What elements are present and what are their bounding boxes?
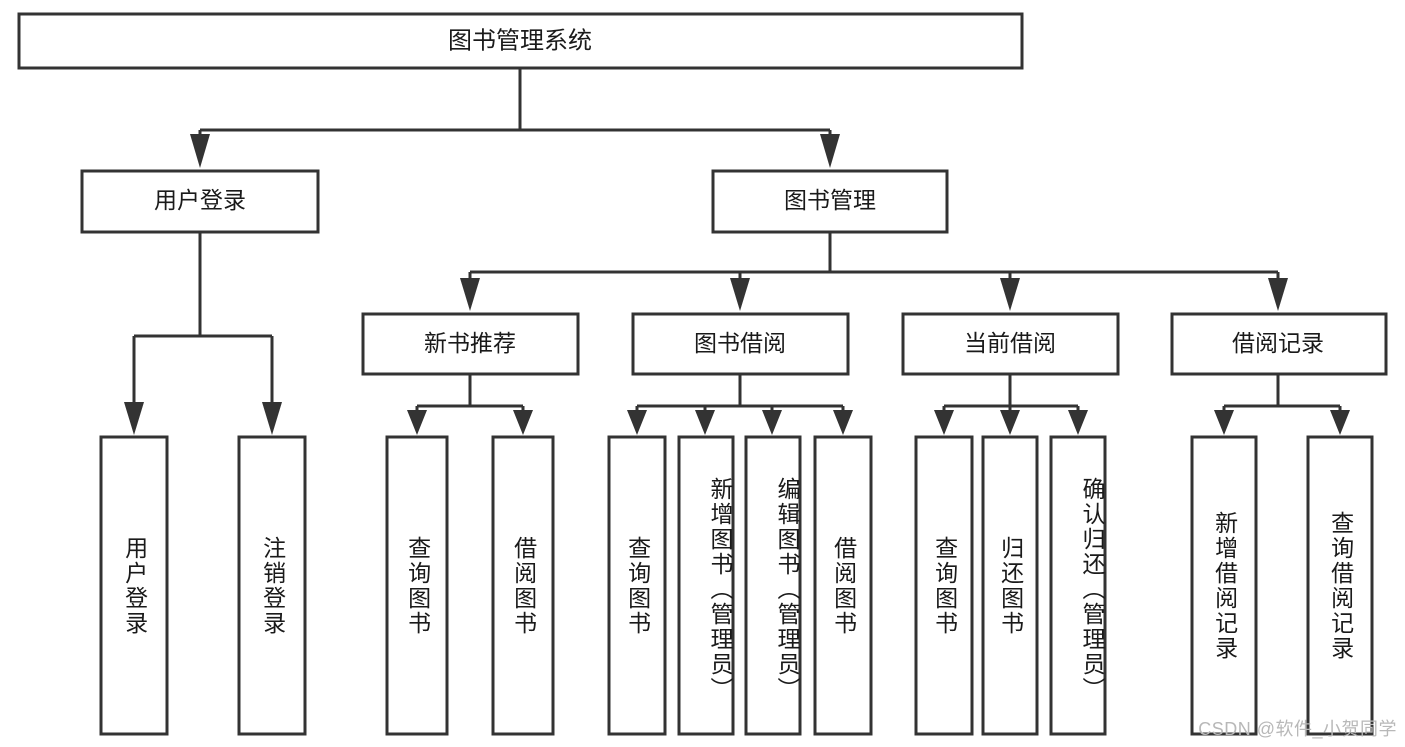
- node-book-manage[interactable]: 图书管理: [711, 169, 949, 234]
- node-user-login-label: 用户登录: [154, 187, 246, 213]
- node-new-book-recommend-label: 新书推荐: [424, 330, 516, 356]
- arrow-head-leaf-new-book-0: [407, 410, 427, 435]
- node-book-borrow-label: 图书借阅: [694, 330, 786, 356]
- node-book-manage-label: 图书管理: [784, 187, 876, 213]
- leaf-group-book-borrow: [607, 435, 873, 736]
- arrow-head-leaf-book-borrow-0: [627, 410, 647, 435]
- node-borrow-record[interactable]: 借阅记录: [1170, 312, 1388, 376]
- node-book-manage-box[interactable]: [711, 169, 949, 234]
- connector-group-user-login-children: [124, 232, 282, 435]
- arrow-head-leaf-new-book-1: [513, 410, 533, 435]
- arrow-head-leaf-current-borrow-0: [934, 410, 954, 435]
- arrow-head-current-borrow: [1000, 278, 1020, 311]
- leaf-group-user-login: [99, 435, 307, 736]
- arrow-head-leaf-borrow-record-0: [1214, 410, 1234, 435]
- node-borrow-record-box[interactable]: [1170, 312, 1388, 376]
- node-root-box[interactable]: [17, 12, 1024, 70]
- node-current-borrow-box[interactable]: [901, 312, 1120, 376]
- connector-group-book-borrow-children: [627, 374, 853, 435]
- leaf-box-current-borrow-1[interactable]: [981, 435, 1039, 736]
- node-user-login-box[interactable]: [80, 169, 320, 234]
- arrow-head-book-manage: [820, 134, 840, 168]
- node-root[interactable]: 图书管理系统: [17, 12, 1024, 70]
- leaf-box-book-borrow-2[interactable]: [744, 435, 802, 736]
- node-current-borrow[interactable]: 当前借阅: [901, 312, 1120, 376]
- arrow-head-leaf-borrow-record-1: [1330, 410, 1350, 435]
- node-book-borrow-box[interactable]: [631, 312, 850, 376]
- arrow-head-leaf-user-login-1: [262, 402, 282, 435]
- leaf-group-borrow-record: [1190, 435, 1374, 736]
- leaf-box-borrow-record-0[interactable]: [1190, 435, 1258, 736]
- leaf-box-book-borrow-3[interactable]: [813, 435, 873, 736]
- arrow-head-borrow-record: [1268, 278, 1288, 311]
- arrow-head-leaf-current-borrow-2: [1068, 410, 1088, 435]
- node-book-borrow[interactable]: 图书借阅: [631, 312, 850, 376]
- connector-group-new-book-children: [407, 374, 533, 435]
- leaf-box-user-login-0[interactable]: [99, 435, 169, 736]
- arrow-head-leaf-current-borrow-1: [1000, 410, 1020, 435]
- connector-group-current-borrow-children: [934, 374, 1088, 435]
- node-new-book-recommend-box[interactable]: [361, 312, 580, 376]
- arrow-head-leaf-book-borrow-3: [833, 410, 853, 435]
- leaf-box-borrow-record-1[interactable]: [1306, 435, 1374, 736]
- node-current-borrow-label: 当前借阅: [964, 330, 1056, 356]
- arrow-head-leaf-book-borrow-2: [762, 410, 782, 435]
- node-new-book-recommend[interactable]: 新书推荐: [361, 312, 580, 376]
- leaf-box-book-borrow-1[interactable]: [677, 435, 735, 736]
- connector-group-book-manage-children: [460, 232, 1288, 311]
- leaf-group-current-borrow: [914, 435, 1107, 736]
- watermark-text: CSDN @软件_小贺同学: [1198, 719, 1397, 739]
- leaf-box-current-borrow-0[interactable]: [914, 435, 974, 736]
- leaf-group-new-book-recommend: [385, 435, 555, 736]
- leaf-box-user-login-1[interactable]: [237, 435, 307, 736]
- arrow-head-user-login: [190, 134, 210, 168]
- connector-group-root-to-level2: [190, 68, 840, 168]
- arrow-head-new-book: [460, 278, 480, 311]
- node-user-login[interactable]: 用户登录: [80, 169, 320, 234]
- arrow-head-leaf-book-borrow-1: [695, 410, 715, 435]
- leaf-box-current-borrow-2[interactable]: [1049, 435, 1107, 736]
- leaf-box-book-borrow-0[interactable]: [607, 435, 667, 736]
- leaf-box-new-book-1[interactable]: [491, 435, 555, 736]
- arrow-head-leaf-user-login-0: [124, 402, 144, 435]
- connector-group-borrow-record-children: [1214, 374, 1350, 435]
- arrow-head-book-borrow: [730, 278, 750, 311]
- node-root-label: 图书管理系统: [448, 27, 592, 54]
- leaf-box-new-book-0[interactable]: [385, 435, 449, 736]
- node-borrow-record-label: 借阅记录: [1232, 330, 1324, 356]
